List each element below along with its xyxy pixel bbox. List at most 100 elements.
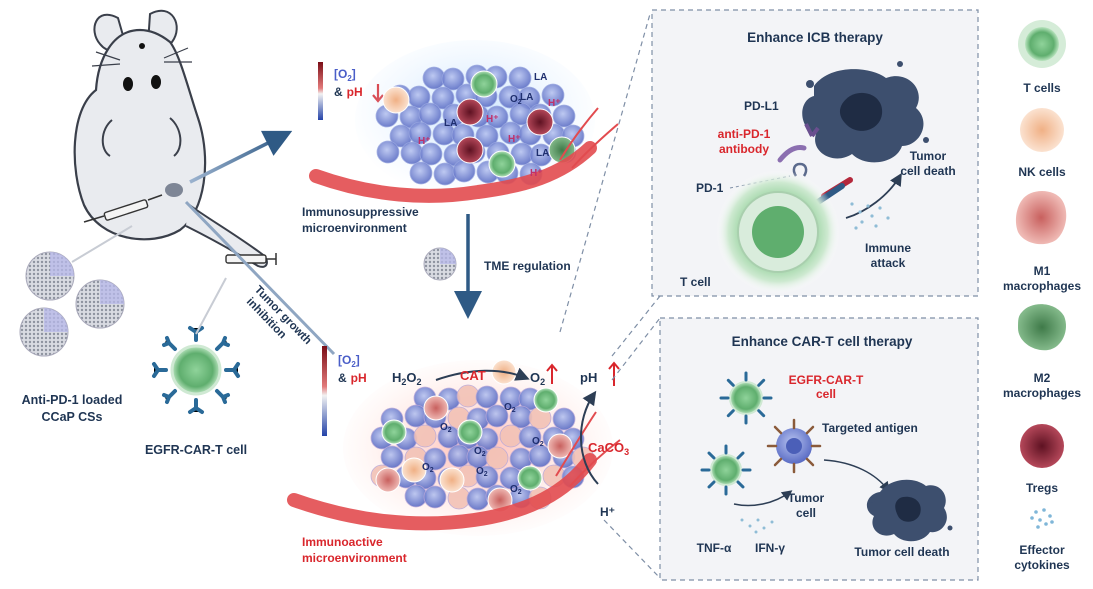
bottom-caption: microenvironment <box>302 551 407 565</box>
gradient-label: [O2] <box>338 353 360 369</box>
m1-legend-icon <box>1015 191 1067 245</box>
legend-item-m2: M2 macrophages <box>1003 304 1081 400</box>
tumor-cell <box>541 83 565 107</box>
immune-cell <box>526 108 554 136</box>
h2o2-label: H2O2 <box>392 370 422 387</box>
legend-item-cytokines: Effector cytokines <box>1014 508 1070 572</box>
o2-ph-gradient-bar <box>318 62 323 120</box>
cat-label: CAT <box>460 368 486 383</box>
legend-label: Tregs <box>1026 481 1058 495</box>
legend-label: macrophages <box>1003 386 1081 400</box>
dying-tumor-cell-icon <box>866 479 953 542</box>
tumor-cell <box>475 465 499 489</box>
inhibition-arrow <box>184 200 336 356</box>
car-receptor <box>707 480 716 489</box>
legend-label: M1 <box>1034 264 1051 278</box>
cell-body <box>710 454 742 486</box>
tumor-cell <box>518 425 542 449</box>
o2-mark: O2 <box>532 436 544 448</box>
car-receptor <box>736 451 745 460</box>
tumor-cell <box>376 140 400 164</box>
antibody-icon <box>777 145 807 163</box>
o2-mark: O2 <box>510 484 522 496</box>
tumor-mark: LA <box>520 92 533 103</box>
o2-mark: O2 <box>504 402 516 414</box>
arrow-to-top-tumor <box>189 130 293 184</box>
immune-attack-label: attack <box>871 256 906 270</box>
tumor-cell <box>431 86 455 110</box>
mouse-illustration <box>73 9 277 268</box>
tumor-cell <box>380 445 404 469</box>
antibody-label: antibody <box>719 142 769 156</box>
immune-cell <box>457 419 483 445</box>
car-t-cell-icon <box>152 326 240 414</box>
immune-cell <box>381 419 407 445</box>
immune-cell <box>470 70 498 98</box>
blood-vessel <box>309 141 597 203</box>
pdl1-label: PD-L1 <box>744 99 779 113</box>
particles-label: CCaP CSs <box>42 410 103 424</box>
legend-label: T cells <box>1023 81 1061 95</box>
immune-cell <box>382 86 410 114</box>
tumor-mark: LA <box>444 118 457 129</box>
blood-vessel <box>287 453 597 531</box>
zoom-lines <box>559 13 661 579</box>
t-cell-nucleus <box>752 206 804 258</box>
tumor-cell <box>419 142 443 166</box>
legend-label: NK cells <box>1018 165 1066 179</box>
tumor-death-label: Tumor cell death <box>854 545 949 559</box>
tumor-cell <box>413 424 437 448</box>
car-receptor <box>726 409 735 418</box>
o2-mark: O2 <box>476 466 488 478</box>
syringe-icon <box>225 253 277 265</box>
tumor-cell <box>408 121 432 145</box>
caco3-arrow <box>579 390 599 485</box>
o2-label: O2 <box>530 370 545 387</box>
tumor-cell <box>508 66 532 90</box>
tumor-death-label: cell death <box>900 164 955 178</box>
tumor-cell <box>485 446 509 470</box>
immune-attack-arrow <box>845 172 902 219</box>
particles-label: Anti-PD-1 loaded <box>22 393 123 407</box>
immune-cell <box>533 387 559 413</box>
hplus-label: H⁺ <box>600 505 615 519</box>
o2-ph-gradient-bar <box>322 346 327 436</box>
kill-arrow <box>733 490 793 507</box>
treg-legend-icon <box>1020 424 1064 468</box>
connector-line <box>71 225 133 263</box>
o2-mark: O2 <box>440 422 452 434</box>
cytokine-legend-icon <box>1030 508 1054 529</box>
tumor-cell <box>528 444 552 468</box>
tumor-mark: H⁺ <box>548 98 561 109</box>
connector-line <box>195 277 227 335</box>
cell-body <box>729 381 763 415</box>
ph-label: pH <box>580 370 597 385</box>
egfr-cart-label: cell <box>816 387 836 401</box>
legend-item-tregs: Tregs <box>1020 424 1064 495</box>
tumor-cell <box>475 385 499 409</box>
tcell-label: T cell <box>680 275 711 289</box>
regulation-label: TME regulation <box>484 259 571 273</box>
antibody-label: anti-PD-1 <box>718 127 771 141</box>
up-arrow-icon <box>546 363 558 384</box>
bottom-tumor-cells <box>370 359 595 513</box>
o2-mark: O2 <box>474 446 486 458</box>
legend-item-t-cells: T cells <box>1018 20 1066 95</box>
top-caption: microenvironment <box>302 221 407 235</box>
legend-label: M2 <box>1034 371 1051 385</box>
legend-swatch <box>1025 27 1059 61</box>
vessel-branch <box>559 107 619 169</box>
car-receptor <box>736 480 745 489</box>
car-receptor <box>757 409 766 418</box>
ccap-particles <box>19 251 125 357</box>
legend: T cells NK cells M1 macrophages M2 macro… <box>1003 20 1081 572</box>
tumor-cell <box>433 162 457 186</box>
immune-cell <box>375 467 401 493</box>
legend-item-nk-cells: NK cells <box>1018 108 1066 179</box>
egfr-cart-label: EGFR-CAR-T <box>789 373 864 387</box>
immune-attack-label: Immune <box>865 241 911 255</box>
tumor-cell <box>552 407 576 431</box>
